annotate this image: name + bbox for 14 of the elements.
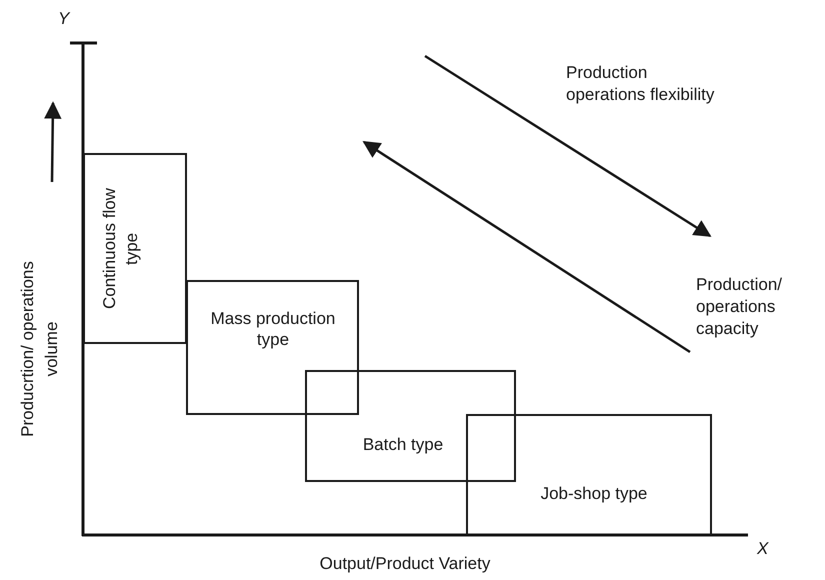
arrow-label: Production operations flexibility [566, 62, 716, 106]
axis-title: Producrtion/ operations volume [17, 260, 62, 439]
arrow-label: Production/ operations capacity [696, 274, 783, 340]
box-label: Batch type [362, 434, 444, 455]
type-box [305, 370, 516, 482]
type-box [186, 280, 359, 415]
type-box [466, 414, 712, 536]
type-box [83, 153, 187, 344]
box-label: Mass production type [210, 308, 336, 350]
box-label: Job-shop type [540, 483, 648, 504]
axis-label: X [757, 538, 770, 560]
axis-label: Y [58, 8, 72, 30]
axis-title: Output/Product Variety [318, 553, 492, 575]
box-label: Continuous flow type [99, 187, 142, 312]
